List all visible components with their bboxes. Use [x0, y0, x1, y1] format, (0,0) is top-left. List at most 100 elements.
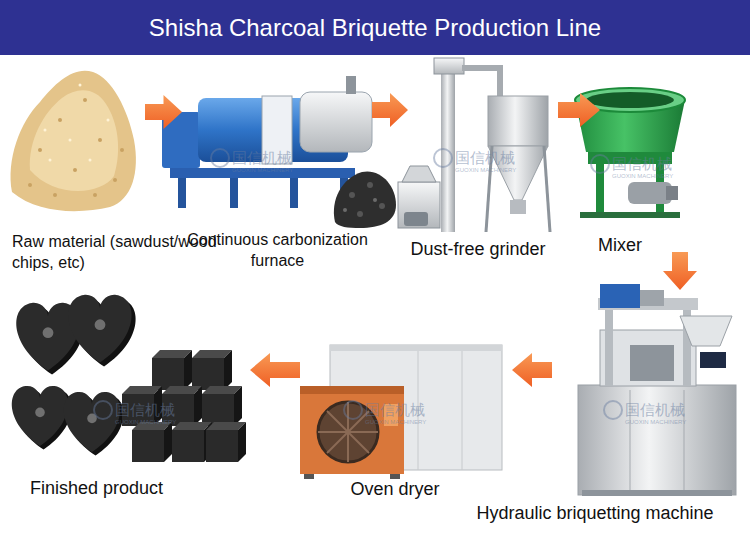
sawdust-pile-part	[30, 90, 118, 191]
dust-free-grinder-part	[510, 200, 526, 214]
finished-briquettes-part-part	[95, 319, 106, 330]
finished-briquettes-part	[206, 422, 246, 462]
carbonization-furnace-part	[373, 198, 377, 202]
diagram-title: Shisha Charcoal Briquette Production Lin…	[0, 0, 750, 55]
finished-briquettes-part-part	[43, 327, 54, 338]
stage-label: Finished product	[30, 477, 220, 500]
mixer-machine-part	[575, 88, 685, 112]
watermark: GUOXIN MACHINERY	[625, 419, 686, 425]
flow-arrow	[372, 93, 408, 127]
sawdust-pile-part	[89, 159, 92, 162]
stage-label: Continuous carbonization furnace	[170, 230, 385, 272]
sawdust-pile-part	[113, 178, 117, 182]
watermark-logo-part	[94, 401, 112, 419]
mixer-machine-part	[628, 182, 672, 204]
carbonization-furnace	[162, 76, 396, 228]
briquetting-machine-part	[600, 330, 696, 386]
dust-free-grinder-part	[488, 96, 548, 146]
sawdust-pile-part	[69, 139, 72, 142]
sawdust-pile-part	[98, 138, 102, 142]
flow-arrow	[512, 353, 552, 387]
carbonization-furnace-part	[357, 211, 363, 217]
dust-free-grinder-part	[402, 166, 436, 182]
carbonization-furnace-part	[334, 171, 396, 228]
mixer-machine-part	[586, 92, 674, 108]
carbonization-furnace-part	[162, 112, 200, 168]
finished-briquettes-part-part	[12, 386, 68, 446]
carbonization-furnace-part	[300, 92, 372, 152]
sawdust-pile-part	[38, 148, 42, 152]
watermark-logo-part	[434, 149, 452, 167]
sawdust-pile-part	[44, 129, 47, 132]
watermark: GUOXIN MACHINERY	[115, 419, 176, 425]
watermark: GUOXIN MACHINERY	[232, 167, 293, 173]
process-stage: Finished product	[5, 285, 250, 505]
dust-free-grinder-part	[404, 212, 428, 226]
briquetting-machine-part	[600, 284, 640, 308]
finished-briquettes-part-part	[68, 295, 131, 363]
stage-label: Dust-free grinder	[398, 238, 558, 261]
oven-dryer-part	[390, 474, 400, 479]
mixer-machine-part	[666, 186, 678, 200]
stage-label: Raw material (sawdust/wood chips, etc)	[12, 232, 218, 274]
dust-free-grinder-part	[434, 58, 464, 74]
finished-briquettes-part	[132, 422, 172, 462]
carbonization-furnace-part	[349, 192, 355, 198]
finished-briquettes-part-part	[35, 408, 45, 418]
finished-briquettes-part-part	[64, 392, 120, 452]
oven-dryer	[300, 345, 502, 479]
watermark: 国信机械	[115, 402, 175, 417]
dust-free-grinder-part	[441, 64, 455, 232]
sawdust-pile-part	[79, 84, 82, 87]
watermark-logo-part	[591, 155, 609, 173]
carbonization-furnace-part	[178, 178, 186, 208]
flow-arrow	[145, 95, 182, 129]
dust-free-grinder-part	[398, 182, 440, 228]
watermark: 国信机械	[455, 150, 515, 165]
stage-label: Hydraulic briquetting machine	[450, 502, 740, 525]
sawdust-pile-part	[83, 98, 87, 102]
briquetting-machine-part	[640, 290, 664, 306]
sawdust-pile-part	[58, 118, 62, 122]
flow-arrow	[558, 93, 600, 127]
sawdust-pile-part	[73, 168, 77, 172]
sawdust-pile-part	[28, 183, 32, 187]
stage-label: Oven dryer	[315, 478, 475, 501]
dust-free-grinder	[398, 58, 550, 232]
briquetting-machine-part	[700, 352, 726, 368]
finished-briquettes-part	[192, 350, 232, 390]
briquetting-machine	[578, 284, 736, 496]
finished-briquettes-part	[202, 386, 242, 426]
briquetting-machine-part	[630, 345, 674, 381]
finished-briquettes	[12, 295, 246, 462]
watermark-logo-part	[604, 401, 622, 419]
briquetting-machine-part	[578, 385, 736, 495]
carbonization-furnace-part	[379, 203, 385, 209]
carbonization-furnace-part	[170, 168, 355, 178]
briquetting-machine-part	[680, 316, 732, 346]
watermark-logo-part	[344, 401, 362, 419]
carbonization-furnace-part	[367, 182, 373, 188]
briquetting-machine-part	[605, 300, 613, 386]
sawdust-pile-part	[53, 193, 57, 197]
watermark: GUOXIN MACHINERY	[455, 167, 516, 173]
sawdust-pile-part	[49, 159, 52, 162]
watermark: 国信机械	[232, 150, 292, 165]
watermark-logo	[94, 149, 622, 419]
mixer-machine-part	[580, 212, 680, 218]
sawdust-pile-part	[107, 119, 110, 122]
watermark: 国信机械	[612, 156, 672, 171]
process-stage: Raw material (sawdust/wood chips, etc)	[8, 62, 145, 280]
carbonization-furnace-part	[290, 178, 298, 208]
dust-free-grinder-part	[544, 146, 550, 232]
dust-free-grinder-part	[462, 68, 500, 96]
finished-briquettes-part	[152, 350, 192, 390]
flow-arrow	[663, 252, 697, 290]
watermark: GUOXIN MACHINERY	[365, 419, 426, 425]
watermark: 国信机械	[625, 402, 685, 417]
